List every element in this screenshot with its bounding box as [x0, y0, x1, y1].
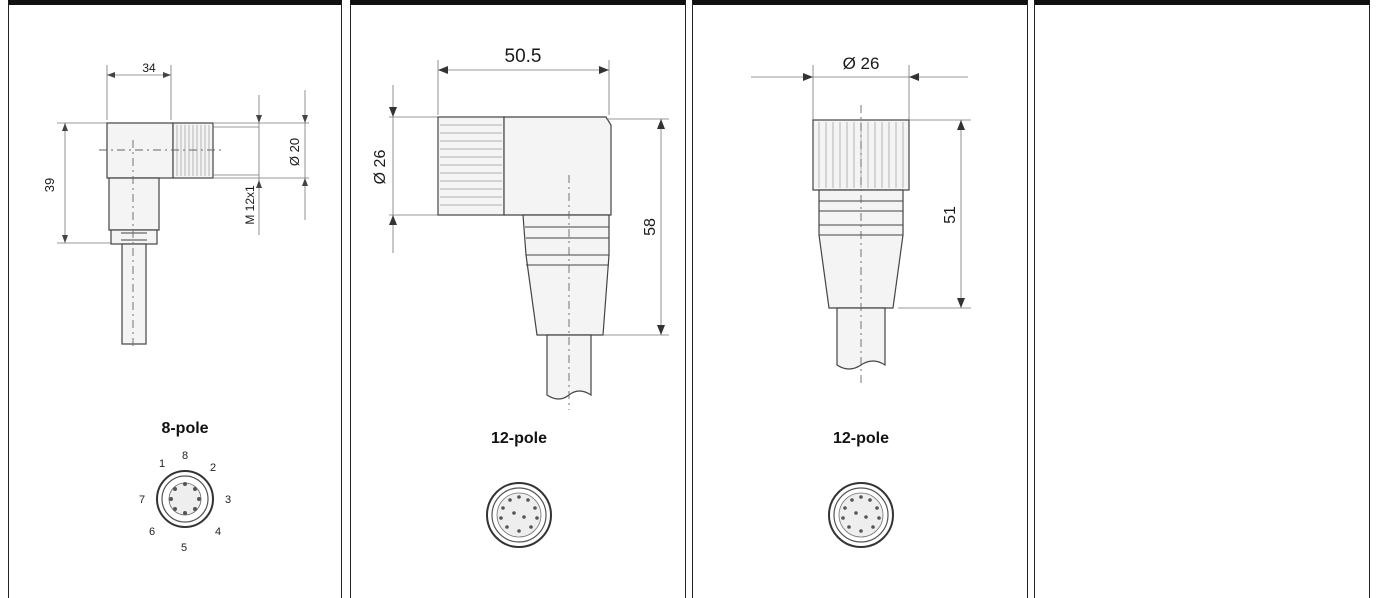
dim-height-51: 51 [942, 206, 959, 224]
angled-connector-26-drawing: 50.5 Ø 26 58 12-pole [372, 46, 669, 548]
pole-label: 8-pole [161, 420, 208, 437]
angled-connector-drawing: 34 39 M 12x1 Ø 20 [42, 61, 309, 554]
panel-12-pole-straight-connector: Ø 26 51 12-pole [692, 0, 1028, 598]
pin-label-4: 4 [215, 526, 221, 538]
dim-diameter-20: Ø 20 [287, 138, 302, 166]
dim-thread-m12x1: M 12x1 [243, 185, 257, 225]
pin-label-3: 3 [225, 494, 231, 506]
pin-label-5: 5 [181, 542, 187, 554]
panel-12-pole-angled-connector: 50.5 Ø 26 58 12-pole [350, 0, 686, 598]
pin-label-2: 2 [210, 462, 216, 474]
8-pin-face-icon [156, 470, 214, 528]
panel-8-pole-angled-connector: 34 39 M 12x1 Ø 20 [8, 0, 342, 598]
pin-label-8: 8 [182, 450, 188, 462]
dim-diameter-26: Ø 26 [843, 54, 880, 73]
pin-label-7: 7 [139, 494, 145, 506]
12-pin-face-icon [486, 482, 552, 548]
dim-diameter-26: Ø 26 [372, 150, 389, 185]
pole-label: 12-pole [833, 430, 889, 447]
dim-height-39: 39 [42, 178, 57, 192]
pole-label: 12-pole [491, 430, 547, 447]
pin-label-1: 1 [159, 458, 165, 470]
panel-empty [1034, 0, 1370, 598]
straight-connector-drawing: Ø 26 51 12-pole [751, 54, 971, 548]
dim-width-50-5: 50.5 [505, 46, 542, 67]
pin-label-6: 6 [149, 526, 155, 538]
dim-width-34: 34 [142, 61, 156, 75]
dim-height-58: 58 [642, 218, 659, 236]
12-pin-face-icon [828, 482, 894, 548]
